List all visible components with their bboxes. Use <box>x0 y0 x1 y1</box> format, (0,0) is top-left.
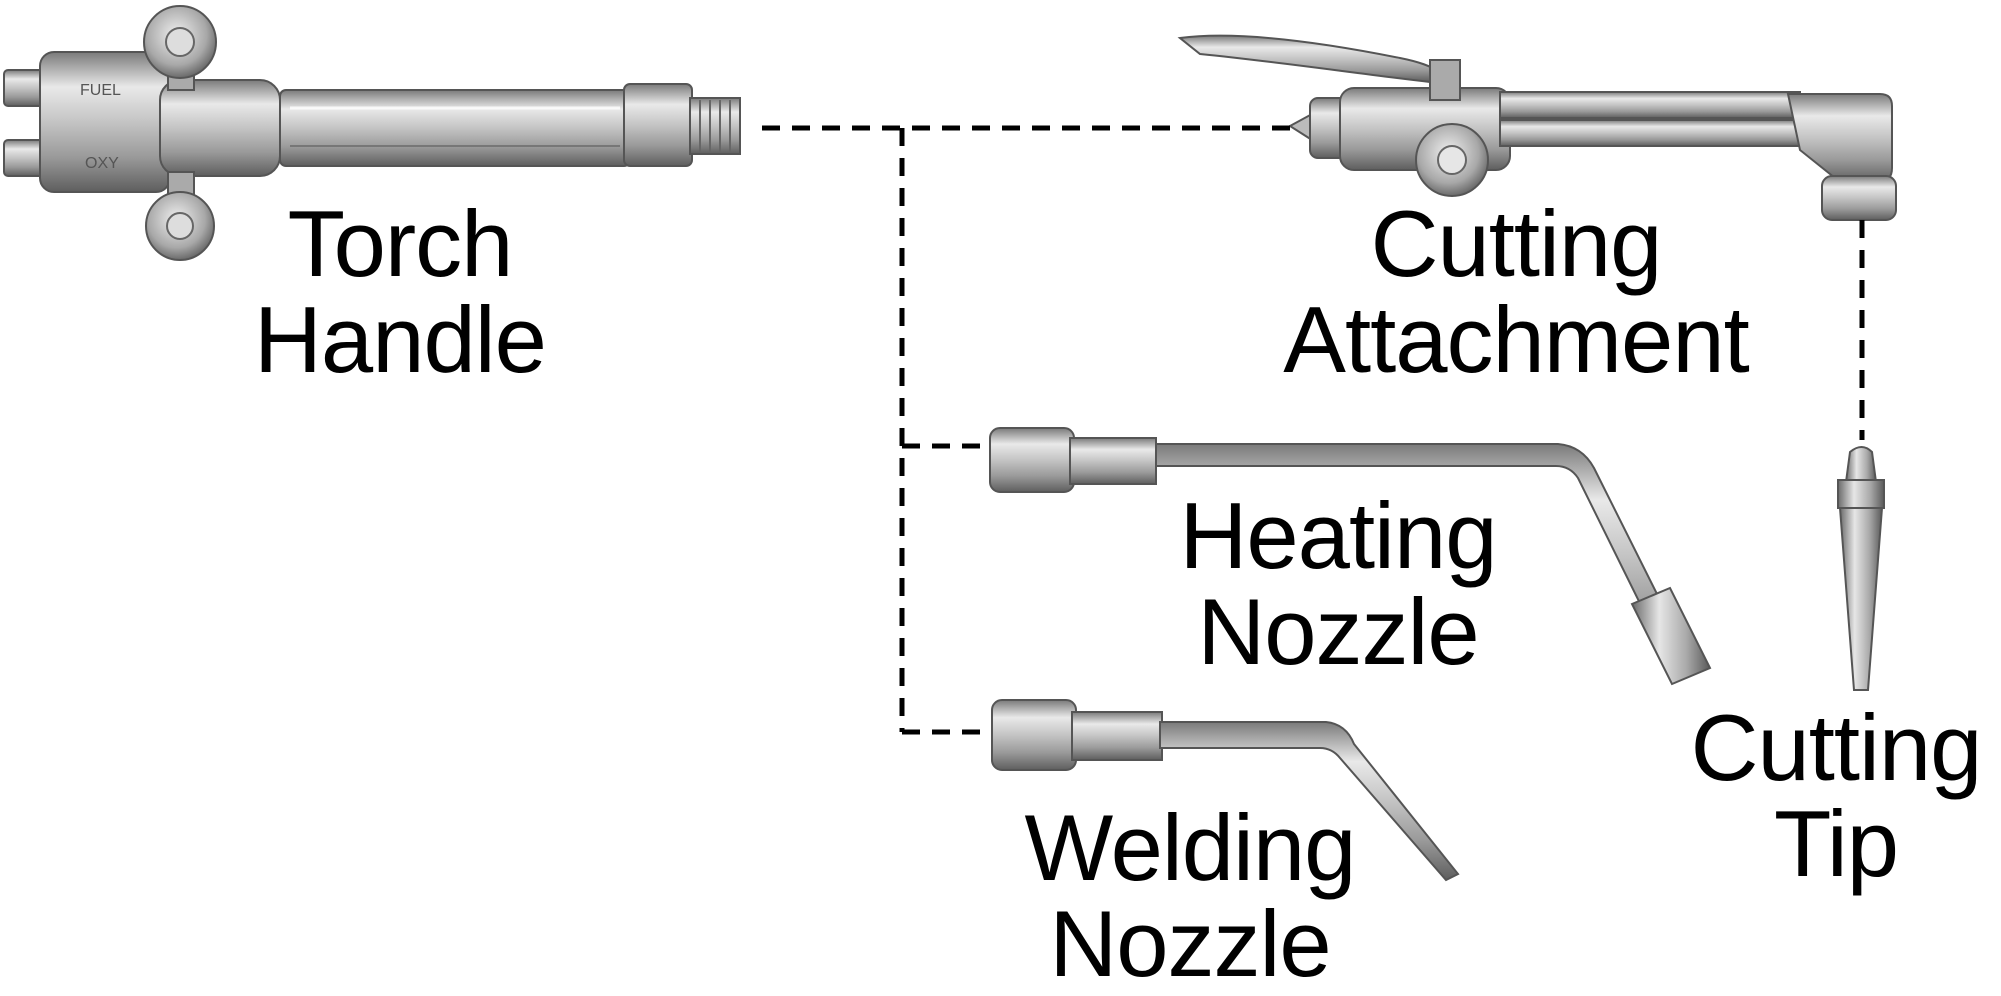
label-welding-nozzle: Welding Nozzle <box>1024 795 1357 996</box>
heating-nozzle-image <box>989 427 1712 686</box>
label-heating-nozzle: Heating Nozzle <box>1179 483 1498 684</box>
cutting-attachment-image <box>1177 34 1897 221</box>
connector-lines <box>762 125 1865 735</box>
cutting-tip-image <box>1837 446 1885 691</box>
welding-nozzle-image <box>991 699 1460 882</box>
oxy-marking: OXY <box>85 155 119 172</box>
fuel-marking: FUEL <box>80 82 121 99</box>
label-cutting-tip: Cutting Tip <box>1690 695 1983 896</box>
label-torch-handle: Torch Handle <box>254 191 547 392</box>
label-cutting-attachment: Cutting Attachment <box>1283 191 1749 392</box>
torch-handle-image: FUEL OXY <box>3 5 741 261</box>
